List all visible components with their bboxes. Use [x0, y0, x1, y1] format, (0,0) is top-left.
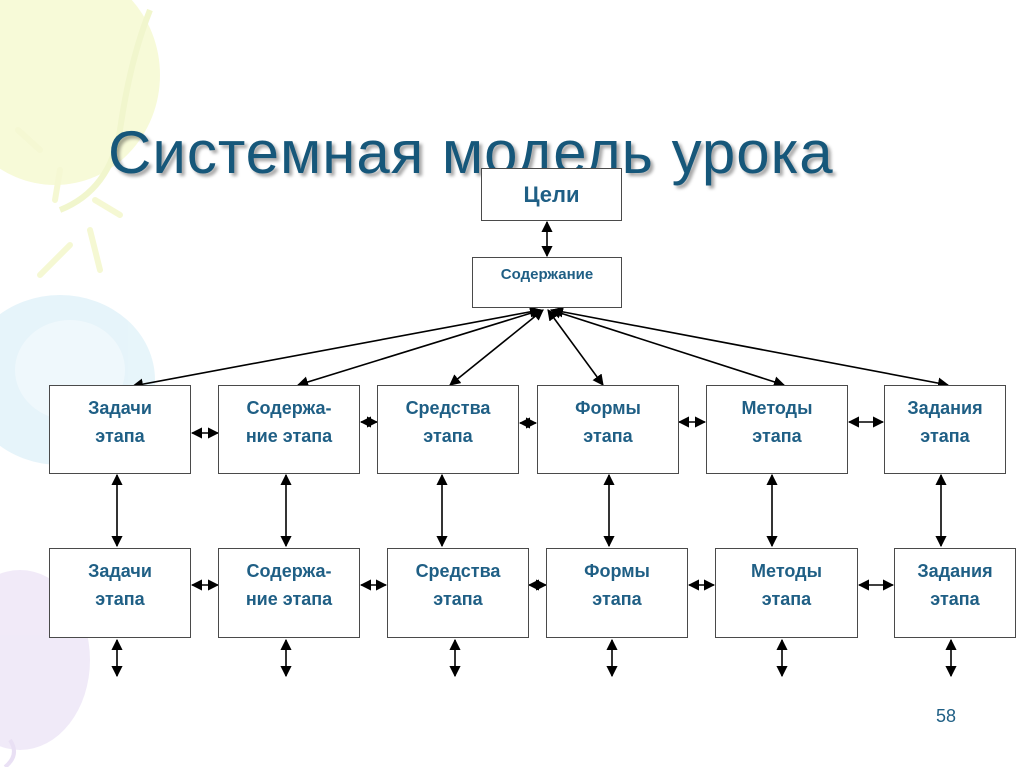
- stage-label-line2: этапа: [95, 589, 145, 609]
- stage-label-line1: Содержа-: [246, 398, 332, 418]
- row1-stage-methods-box: Методы этапа: [706, 385, 848, 474]
- arrow-content-to-tasks: [131, 306, 542, 390]
- row2-stage-methods-box: Методы этапа: [715, 548, 858, 638]
- stage-label-line2: этапа: [920, 426, 970, 446]
- sun-rays: [15, 127, 123, 278]
- stage-label-line1: Методы: [751, 561, 822, 581]
- content-label: Содержание: [500, 266, 594, 283]
- arrow-content-to-content-stage: [296, 307, 543, 388]
- stage-label-line2: этапа: [433, 589, 483, 609]
- stage-label-line2: ние этапа: [245, 426, 333, 446]
- stage-label-line1: Методы: [741, 398, 813, 418]
- page-number: 58: [936, 706, 957, 726]
- row1-stage-forms-box: Формы этапа: [537, 385, 679, 474]
- stage-label-line2: этапа: [583, 426, 633, 446]
- stage-label-line2: этапа: [930, 589, 980, 609]
- arrow-content-to-means: [449, 309, 544, 386]
- row2-stage-forms-box: Формы этапа: [546, 548, 688, 638]
- stage-label-line2: этапа: [592, 589, 642, 609]
- row2-stage-content-box: Содержа- ние этапа: [218, 548, 360, 638]
- stage-label-line2: этапа: [752, 426, 802, 446]
- stage-label-line2: этапа: [95, 426, 145, 446]
- stage-label-line2: ние этапа: [245, 589, 333, 609]
- stage-label-line2: этапа: [761, 589, 812, 609]
- purple-balloon-string: [3, 738, 16, 767]
- stage-label-line1: Задачи: [88, 398, 152, 418]
- arrow-content-to-forms: [547, 309, 604, 386]
- slide-title: Системная модель урока: [108, 119, 834, 187]
- stage-label-line1: Содержа-: [246, 561, 332, 581]
- stage-label-line1: Формы: [575, 398, 641, 418]
- yellow-balloon-string: [58, 8, 153, 213]
- row1-stage-content-box: Содержа- ние этапа: [218, 385, 360, 474]
- row2-stage-assignments-box: Задания этапа: [894, 548, 1016, 638]
- stage-label-line1: Средства: [405, 398, 491, 418]
- row1-stage-tasks-box: Задачи этапа: [49, 385, 191, 474]
- row2-stage-means-box: Средства этапа: [387, 548, 529, 638]
- goals-label: Цели: [523, 181, 580, 207]
- row1-stage-assignments-box: Задания этапа: [884, 385, 1006, 474]
- row1-stage-means-box: Средства этапа: [377, 385, 519, 474]
- stage-label-line2: этапа: [423, 426, 473, 446]
- row2-stage-tasks-box: Задачи этапа: [49, 548, 191, 638]
- stage-label-line1: Задачи: [88, 561, 152, 581]
- stage-label-line1: Средства: [415, 561, 501, 581]
- stage-label-line1: Формы: [584, 561, 650, 581]
- arrow-content-to-assignments: [551, 306, 950, 389]
- goals-box: Цели: [481, 168, 622, 221]
- stage-label-line1: Задания: [907, 398, 983, 418]
- content-box: Содержание: [472, 257, 622, 308]
- stage-label-line1: Задания: [917, 561, 993, 581]
